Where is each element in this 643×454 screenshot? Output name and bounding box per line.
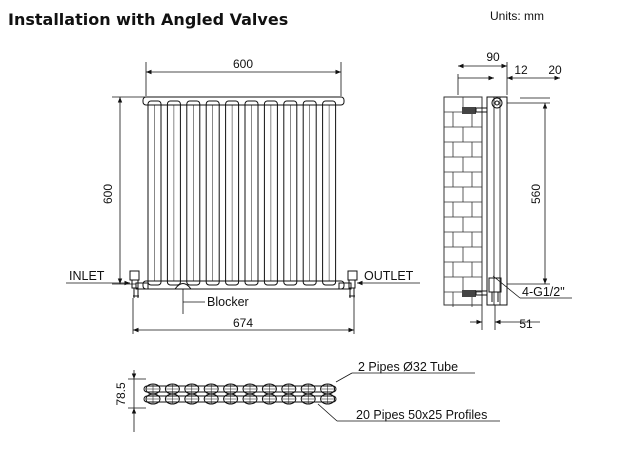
offset-b-dimension: 20	[548, 63, 562, 77]
connection-label: 4-G1/2"	[522, 285, 565, 299]
tube-note: 2 Pipes Ø32 Tube	[358, 360, 458, 374]
outlet-label: OUTLET	[364, 269, 414, 283]
front-width-dimension: 600	[233, 57, 253, 71]
top-view-profiles	[145, 383, 336, 405]
radiator-column	[147, 100, 162, 286]
radiator-columns	[147, 100, 337, 286]
centers-dimension: 560	[529, 184, 543, 204]
radiator-column	[322, 100, 337, 286]
radiator-column	[283, 100, 298, 286]
front-height-dimension: 600	[101, 184, 115, 204]
radiator-column	[302, 100, 317, 286]
front-view	[66, 62, 420, 334]
units-label: Units: mm	[490, 9, 544, 23]
blocker-label: Blocker	[207, 295, 249, 309]
outlet-valve	[338, 270, 358, 298]
radiator-column	[244, 100, 259, 286]
side-view	[443, 62, 572, 330]
radiator-column	[186, 100, 201, 286]
radiator-column	[225, 100, 240, 286]
inlet-label: INLET	[69, 269, 105, 283]
inlet-valve	[129, 270, 149, 298]
radiator-column	[205, 100, 220, 286]
top-view	[128, 370, 500, 432]
radiator-column	[166, 100, 181, 286]
page-title: Installation with Angled Valves	[8, 10, 289, 29]
radiator-column	[263, 100, 278, 286]
offset-a-dimension: 12	[514, 63, 528, 77]
wall-offset-dimension: 51	[519, 317, 533, 331]
wall-bricks	[444, 97, 482, 307]
blocker-plug	[174, 283, 205, 314]
depth-dimension: 90	[486, 50, 500, 64]
overall-width-dimension: 674	[233, 316, 253, 330]
profile-note: 20 Pipes 50x25 Profiles	[356, 408, 487, 422]
top-depth-dimension: 78.5	[114, 382, 128, 406]
